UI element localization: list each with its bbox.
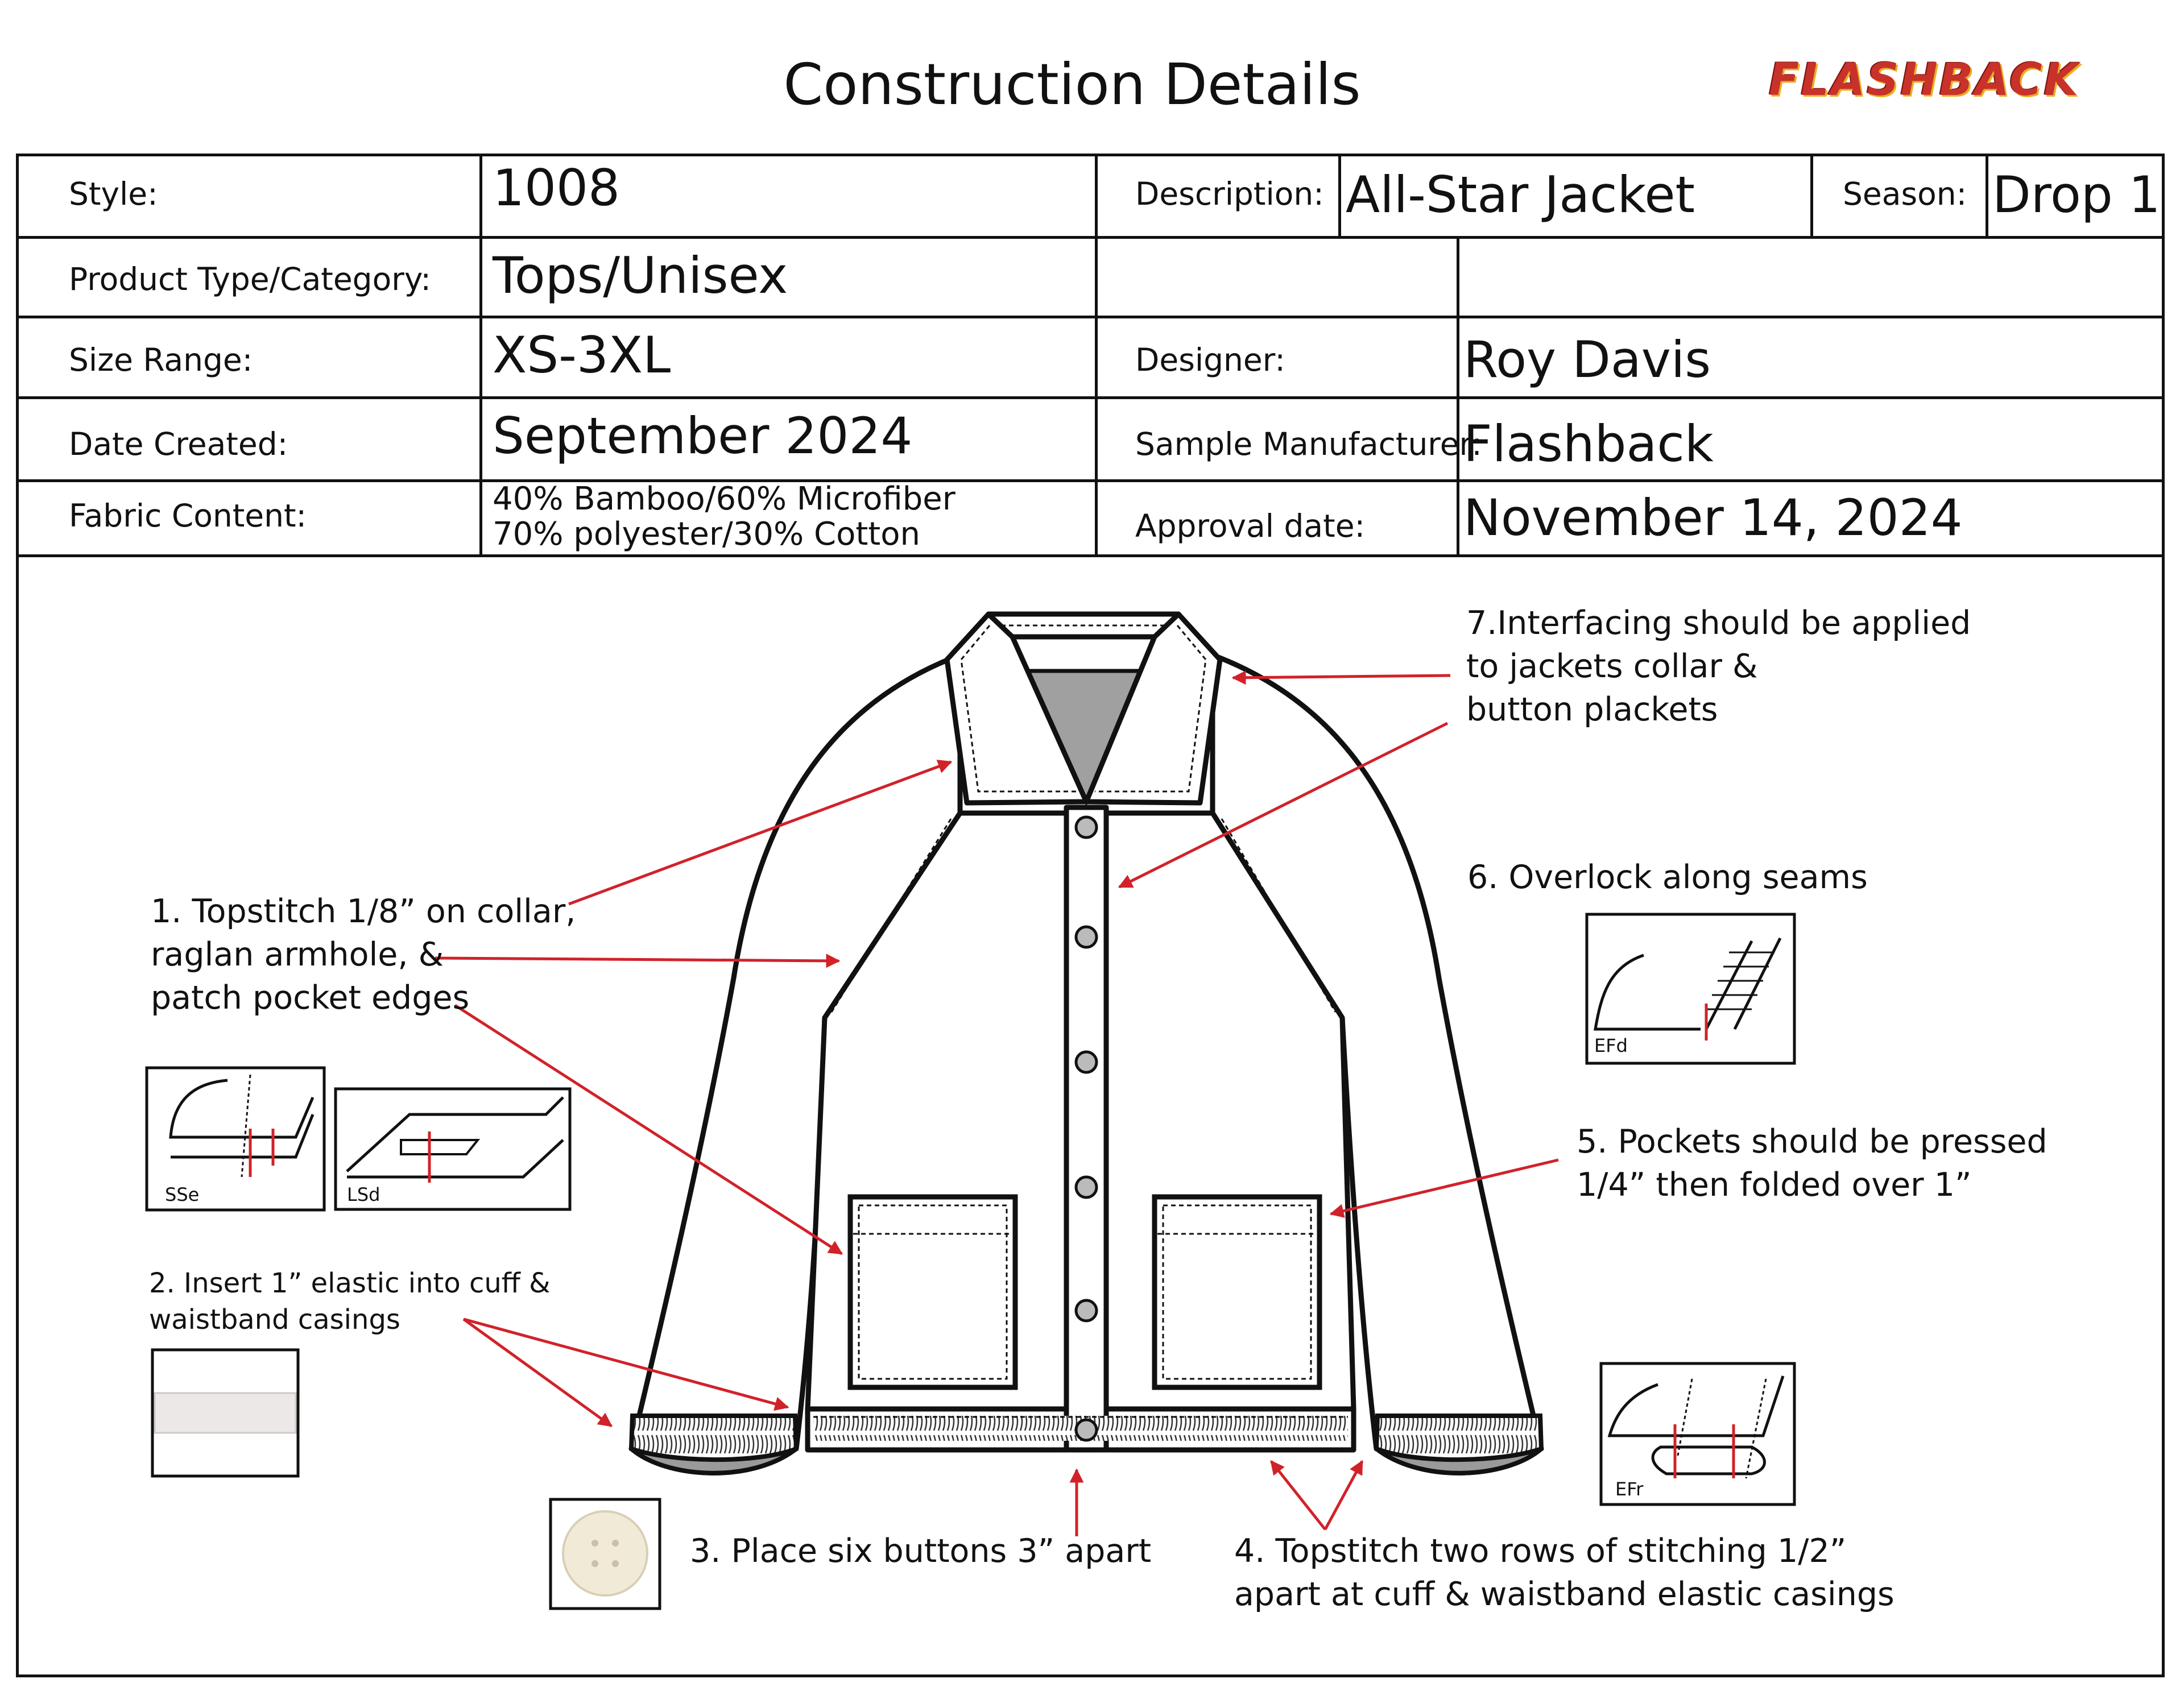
stitch-tag-lsd: LSd: [347, 1184, 380, 1205]
note-7-line-1: 7.Interfacing should be applied: [1466, 604, 1971, 642]
grid-line: [1986, 156, 1988, 236]
arrow-collar: [568, 760, 953, 906]
pocket-topstitch: [853, 1204, 1317, 1380]
note-3: 3. Place six buttons 3” apart: [690, 1532, 1152, 1570]
jacket-buttons: [1074, 815, 1098, 1442]
size-label: Size Range:: [69, 342, 253, 378]
efd-diagram: [1585, 913, 1796, 1065]
grid-line: [1457, 236, 1459, 554]
cuffs: [628, 1414, 1544, 1475]
button-hole: [592, 1540, 598, 1547]
size-value: XS-3XL: [493, 326, 671, 384]
fabric-line-2: 70% polyester/30% Cotton: [493, 516, 921, 553]
arrow-waistband: [463, 1317, 789, 1411]
button: [1074, 815, 1098, 839]
approval-label: Approval date:: [1135, 508, 1366, 544]
description-label: Description:: [1135, 176, 1324, 212]
note-7-line-2: to jackets collar &: [1466, 648, 1758, 685]
stitch-diagrams: [145, 913, 1796, 1506]
stitch-tag-efd: EFd: [1594, 1035, 1628, 1056]
grid-line: [1810, 156, 1813, 236]
stitch-tag-efr: EFr: [1615, 1478, 1644, 1500]
date-value: September 2024: [493, 407, 913, 465]
arrow-interfacing: [1231, 670, 1451, 685]
grid-line: [19, 316, 2162, 318]
season-label: Season:: [1843, 176, 1967, 212]
note-5-line-1: 5. Pockets should be pressed: [1577, 1123, 2048, 1160]
grid-line: [479, 156, 482, 554]
left-pocket: [847, 1194, 1018, 1390]
arrow-pocket-right: [1329, 1158, 1559, 1218]
arrow-cuff-right: [1323, 1460, 1364, 1531]
season-value: Drop 1: [1992, 165, 2161, 224]
button: [1074, 1050, 1098, 1074]
lsd-diagram: [334, 1087, 572, 1211]
date-label: Date Created:: [69, 426, 288, 462]
arrow-pocket: [454, 1004, 843, 1255]
button: [1074, 925, 1098, 949]
description-value: All-Star Jacket: [1346, 165, 1695, 224]
button-placket: [1064, 805, 1109, 1453]
grid-line: [19, 554, 2162, 557]
designer-label: Designer:: [1135, 342, 1285, 378]
grid-line: [19, 396, 2162, 399]
arrow-raglan: [435, 954, 841, 968]
fabric-line-1: 40% Bamboo/60% Microfiber: [493, 480, 956, 517]
button-hole: [612, 1560, 619, 1567]
button-hole: [592, 1560, 598, 1567]
arrow-cuff: [462, 1317, 613, 1428]
grid-line: [1338, 156, 1341, 236]
collar-topstitch: [960, 624, 1207, 793]
note-4-line-1: 4. Topstitch two rows of stitching 1/2”: [1234, 1532, 1847, 1570]
button: [1074, 1175, 1098, 1199]
note-1-line-1: 1. Topstitch 1/8” on collar,: [151, 893, 576, 930]
fabric-label: Fabric Content:: [69, 498, 307, 534]
grid-line: [19, 479, 2162, 482]
style-label: Style:: [69, 176, 158, 212]
approval-value: November 14, 2024: [1463, 488, 1963, 547]
note-4-line-2: apart at cuff & waistband elastic casing…: [1234, 1576, 1895, 1613]
note-6: 6. Overlock along seams: [1467, 859, 1868, 896]
sse-diagram: [145, 1066, 326, 1212]
elastic-swatch: [154, 1392, 297, 1434]
manufacturer-label: Sample Manufacturer:: [1135, 426, 1482, 462]
arrow-placket: [1118, 722, 1449, 889]
note-2-line-2: waistband casings: [149, 1304, 400, 1336]
callout-arrows: [435, 670, 1559, 1536]
designer-value: Roy Davis: [1463, 330, 1711, 389]
seam-marks: [249, 1004, 1735, 1478]
style-value: 1008: [493, 159, 620, 217]
button-hole: [612, 1540, 619, 1547]
note-2-line-1: 2. Insert 1” elastic into cuff &: [149, 1267, 551, 1299]
note-1-line-3: patch pocket edges: [151, 979, 470, 1017]
button: [1074, 1299, 1098, 1323]
category-value: Tops/Unisex: [493, 246, 788, 305]
button: [1074, 1418, 1098, 1442]
manufacturer-value: Flashback: [1463, 415, 1714, 473]
efr-diagram: [1599, 1362, 1796, 1506]
brand-logo: FLASHBACK: [1769, 55, 2080, 106]
right-sleeve: [1210, 652, 1544, 1452]
stitch-tag-sse: SSe: [165, 1184, 200, 1205]
patch-pockets: [847, 1194, 1322, 1390]
grid-line: [1095, 156, 1098, 554]
note-7-line-3: button plackets: [1466, 691, 1718, 728]
arrow-waist-right: [1270, 1460, 1326, 1531]
raglan-topstitch: [830, 818, 1337, 1013]
note-1-line-2: raglan armhole, &: [151, 936, 444, 973]
button-swatch: [562, 1510, 648, 1597]
right-pocket: [1152, 1194, 1322, 1390]
spec-sheet: Style: 1008 Description: All-Star Jacket…: [16, 154, 2165, 1677]
note-5-line-2: 1/4” then folded over 1”: [1577, 1166, 1972, 1204]
category-label: Product Type/Category:: [69, 261, 431, 297]
page-title: Construction Details: [783, 51, 1361, 118]
grid-line: [19, 236, 2162, 239]
